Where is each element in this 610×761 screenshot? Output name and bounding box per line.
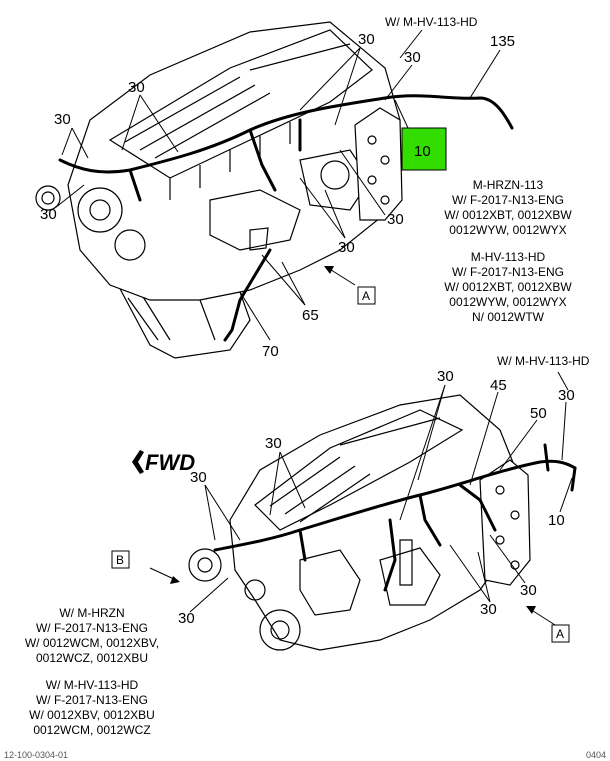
callout-bottom-10: 10 xyxy=(548,512,565,529)
top-note1-line3: W/ 0012XBT, 0012XBW xyxy=(444,208,572,222)
callout-bottom-30-a: 30 xyxy=(265,435,282,452)
callout-bottom-30-c: 30 xyxy=(178,610,195,627)
top-note1-line4: 0012WYW, 0012WYX xyxy=(449,223,566,237)
top-note2-line3: W/ 0012XBT, 0012XBW xyxy=(444,280,572,294)
view-label-bottom-a: A xyxy=(556,627,564,641)
view-box-bottom-a xyxy=(551,624,570,643)
highlight-box-10 xyxy=(401,127,447,171)
top-note2-line4: 0012WYW, 0012WYX xyxy=(449,295,566,309)
callout-top-30-d: 30 xyxy=(358,31,375,48)
label-bottom-hv: W/ M-HV-113-HD xyxy=(497,354,590,368)
top-leader-lines xyxy=(54,29,501,341)
bottom-note1-line1: W/ M-HRZN xyxy=(59,606,124,620)
callout-bottom-30-g: 30 xyxy=(480,601,497,618)
callout-top-30-a: 30 xyxy=(54,111,71,128)
callout-bottom-30-d: 30 xyxy=(437,368,454,385)
callout-top-30-c: 30 xyxy=(40,206,57,223)
callout-bottom-50: 50 xyxy=(530,405,547,422)
view-box-top-a xyxy=(357,286,376,305)
callout-bottom-30-b: 30 xyxy=(190,469,207,486)
top-callouts: 30 30 30 30 30 30 30 135 10 65 70 W/ M-H… xyxy=(40,15,515,360)
bottom-callouts: 30 30 30 30 30 30 30 45 50 10 W/ M-HV-11… xyxy=(111,354,590,643)
callout-top-10: 10 xyxy=(414,143,431,160)
top-notes: M-HRZN-113 W/ F-2017-N13-ENG W/ 0012XBT,… xyxy=(444,178,572,324)
bottom-note1-line4: 0012WCZ, 0012XBU xyxy=(36,651,148,665)
top-note2-line5: N/ 0012WTW xyxy=(472,310,545,324)
view-label-bottom-b: B xyxy=(116,553,124,567)
bottom-notes: W/ M-HRZN W/ F-2017-N13-ENG W/ 0012WCM, … xyxy=(25,606,159,737)
label-top-hv: W/ M-HV-113-HD xyxy=(385,15,478,29)
view-label-top-a: A xyxy=(362,289,370,303)
bottom-leader-lines xyxy=(149,371,573,626)
top-note2-line2: W/ F-2017-N13-ENG xyxy=(452,265,564,279)
footer-page-number: 0404 xyxy=(586,750,606,760)
bottom-note2-line1: W/ M-HV-113-HD xyxy=(46,678,139,692)
top-note1-line1: M-HRZN-113 xyxy=(473,178,544,192)
top-note2-line1: M-HV-113-HD xyxy=(471,250,546,264)
bottom-note2-line3: W/ 0012XBV, 0012XBU xyxy=(29,708,155,722)
footer-drawing-number: 12-100-0304-01 xyxy=(4,750,68,760)
callout-top-30-f: 30 xyxy=(387,211,404,228)
callout-bottom-30-e: 30 xyxy=(558,387,575,404)
callout-top-30-b: 30 xyxy=(128,79,145,96)
forward-direction-indicator: FWD xyxy=(132,450,195,475)
bottom-note1-line2: W/ F-2017-N13-ENG xyxy=(36,621,148,635)
top-note1-line2: W/ F-2017-N13-ENG xyxy=(452,193,564,207)
bottom-engine-illustration xyxy=(188,394,577,651)
top-engine-illustration xyxy=(35,21,514,359)
callout-top-135: 135 xyxy=(490,33,515,50)
fwd-label: FWD xyxy=(145,450,195,475)
callout-top-30-g: 30 xyxy=(338,239,355,256)
view-box-bottom-b xyxy=(111,550,130,569)
callout-bottom-45: 45 xyxy=(490,377,507,394)
bottom-note1-line3: W/ 0012WCM, 0012XBV, xyxy=(25,636,159,650)
callout-top-70: 70 xyxy=(262,343,279,360)
bottom-note2-line4: 0012WCM, 0012WCZ xyxy=(33,723,150,737)
callout-top-30-e: 30 xyxy=(404,49,421,66)
callout-top-65: 65 xyxy=(302,307,319,324)
callout-bottom-30-f: 30 xyxy=(520,582,537,599)
bottom-note2-line2: W/ F-2017-N13-ENG xyxy=(36,693,148,707)
